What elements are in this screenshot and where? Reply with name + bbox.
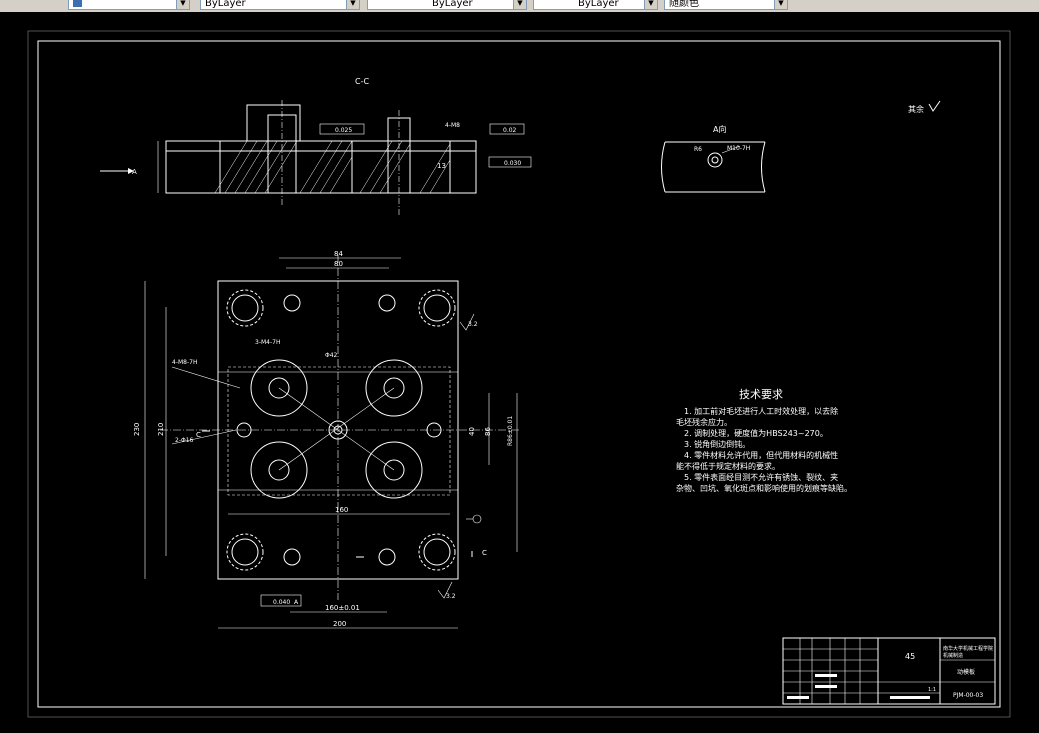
tech-requirements: 技术要求 1. 加工前对毛坯进行人工时效处理，以去除 毛坯残余应力。 2. 调制… <box>676 386 876 494</box>
color-dropdown[interactable]: ByLayer ▼ <box>200 0 360 10</box>
tech-title: 技术要求 <box>739 388 783 401</box>
color-value: ByLayer <box>205 0 246 9</box>
roughness-other: 其余 <box>908 104 924 114</box>
dim-160: 160 <box>335 506 348 514</box>
view-a-note: M10-7H <box>727 145 750 152</box>
view-a-title: A向 <box>713 124 726 134</box>
plotstyle-value: 随颜色 <box>669 0 699 9</box>
tech-line: 4. 零件材料允许代用，但代用材料的机械性 <box>684 451 839 460</box>
dim-230: 230 <box>133 423 141 436</box>
dim-80: 80 <box>334 260 343 268</box>
tol-frame-bottom <box>260 594 302 607</box>
drawing-canvas[interactable]: C-C A <box>0 12 1039 729</box>
roughness-mark-icon <box>459 313 475 331</box>
chevron-down-icon[interactable]: ▼ <box>644 0 657 9</box>
chevron-down-icon[interactable]: ▼ <box>513 0 526 9</box>
hatch-pattern <box>214 140 451 194</box>
hole-d42: Φ42 <box>325 352 338 359</box>
tech-line: 毛坯残余应力。 <box>676 418 732 427</box>
part-name: 动模板 <box>957 668 975 676</box>
tech-line: 5. 零件表面经目测不允许有锈蚀、裂纹、夹 <box>684 473 839 482</box>
lineweight-value: ByLayer <box>578 0 619 9</box>
tol-frame-c1 <box>319 123 365 135</box>
hole-4m8: 4-M8-7H <box>172 359 197 366</box>
plan-view <box>160 255 520 600</box>
school2: 机械制造 <box>943 652 963 659</box>
view-a-detail <box>661 141 766 193</box>
roughness-symbol-icon <box>928 100 941 112</box>
tech-line: 1. 加工前对毛坯进行人工时效处理，以去除 <box>684 407 839 416</box>
rough-32a: 3.2 <box>468 321 478 328</box>
properties-toolbar: ▼ ByLayer ▼ ByLayer ▼ ByLayer ▼ 随颜色 ▼ <box>0 0 1039 13</box>
dim-r86: R86±0.01 <box>507 416 514 446</box>
chevron-down-icon[interactable]: ▼ <box>176 0 189 9</box>
tol-0040: 0.040 <box>273 599 290 606</box>
section-title: C-C <box>355 77 369 86</box>
dim-86: 86 <box>484 427 492 436</box>
material: 45 <box>905 652 915 661</box>
tol-c1: 0.025 <box>335 127 352 134</box>
scale: 1:1 <box>928 687 936 693</box>
sec-4m8: 4-M8 <box>445 122 460 129</box>
rough-32b: 3.2 <box>446 593 456 600</box>
section-mark-left: C <box>196 431 201 439</box>
dim-84: 84 <box>334 250 343 258</box>
layer-dropdown[interactable]: ▼ <box>68 0 190 10</box>
drawing-no: PJM-00-03 <box>953 692 983 699</box>
tol-c3: 0.030 <box>504 160 521 167</box>
tol-frame-c3 <box>488 156 532 168</box>
school: 南华大学机械工程学院 <box>943 645 993 652</box>
hole-3m4: 3-M4-7H <box>255 339 280 346</box>
section-mark-right: C <box>482 549 487 557</box>
outer-frame <box>27 30 1011 718</box>
tech-line: 杂物、凹坑、氧化斑点和影响使用的划痕等缺陷。 <box>676 484 852 493</box>
lineweight-dropdown[interactable]: ByLayer ▼ <box>533 0 658 10</box>
sec-dim-13: 13 <box>437 162 446 170</box>
drawing-frame <box>37 40 1001 708</box>
tol-a: A <box>294 599 299 606</box>
tech-line: 3. 锐角倒边倒钝。 <box>684 440 751 449</box>
title-block <box>782 637 996 705</box>
section-view <box>165 100 477 215</box>
cad-drawing: C-C A <box>27 30 1011 718</box>
tech-line: 2. 调制处理，硬度值为HBS243~270。 <box>684 429 828 438</box>
linetype-value: ByLayer <box>432 0 473 9</box>
view-a-radius: R6 <box>694 146 702 153</box>
linetype-dropdown[interactable]: ByLayer ▼ <box>367 0 527 10</box>
dimensions <box>144 257 518 629</box>
tech-line: 能不得低于规定材料的要求。 <box>676 462 780 471</box>
dim-160tol: 160±0.01 <box>325 604 360 612</box>
view-a-arrow-head <box>128 168 134 174</box>
hole-2d16: 2-Φ16 <box>175 437 194 444</box>
dim-210: 210 <box>157 423 165 436</box>
dim-40: 40 <box>468 427 476 436</box>
tol-frame-c2 <box>489 123 525 135</box>
plotstyle-dropdown[interactable]: 随颜色 ▼ <box>664 0 788 10</box>
datum-a-icon <box>472 514 482 524</box>
layer-icon <box>73 0 82 7</box>
view-a-arrow-label: A <box>132 168 137 176</box>
tol-c2: 0.02 <box>503 127 517 134</box>
dim-200: 200 <box>333 620 346 628</box>
chevron-down-icon[interactable]: ▼ <box>346 0 359 9</box>
chevron-down-icon[interactable]: ▼ <box>774 0 787 9</box>
roughness-mark-icon <box>437 581 453 599</box>
